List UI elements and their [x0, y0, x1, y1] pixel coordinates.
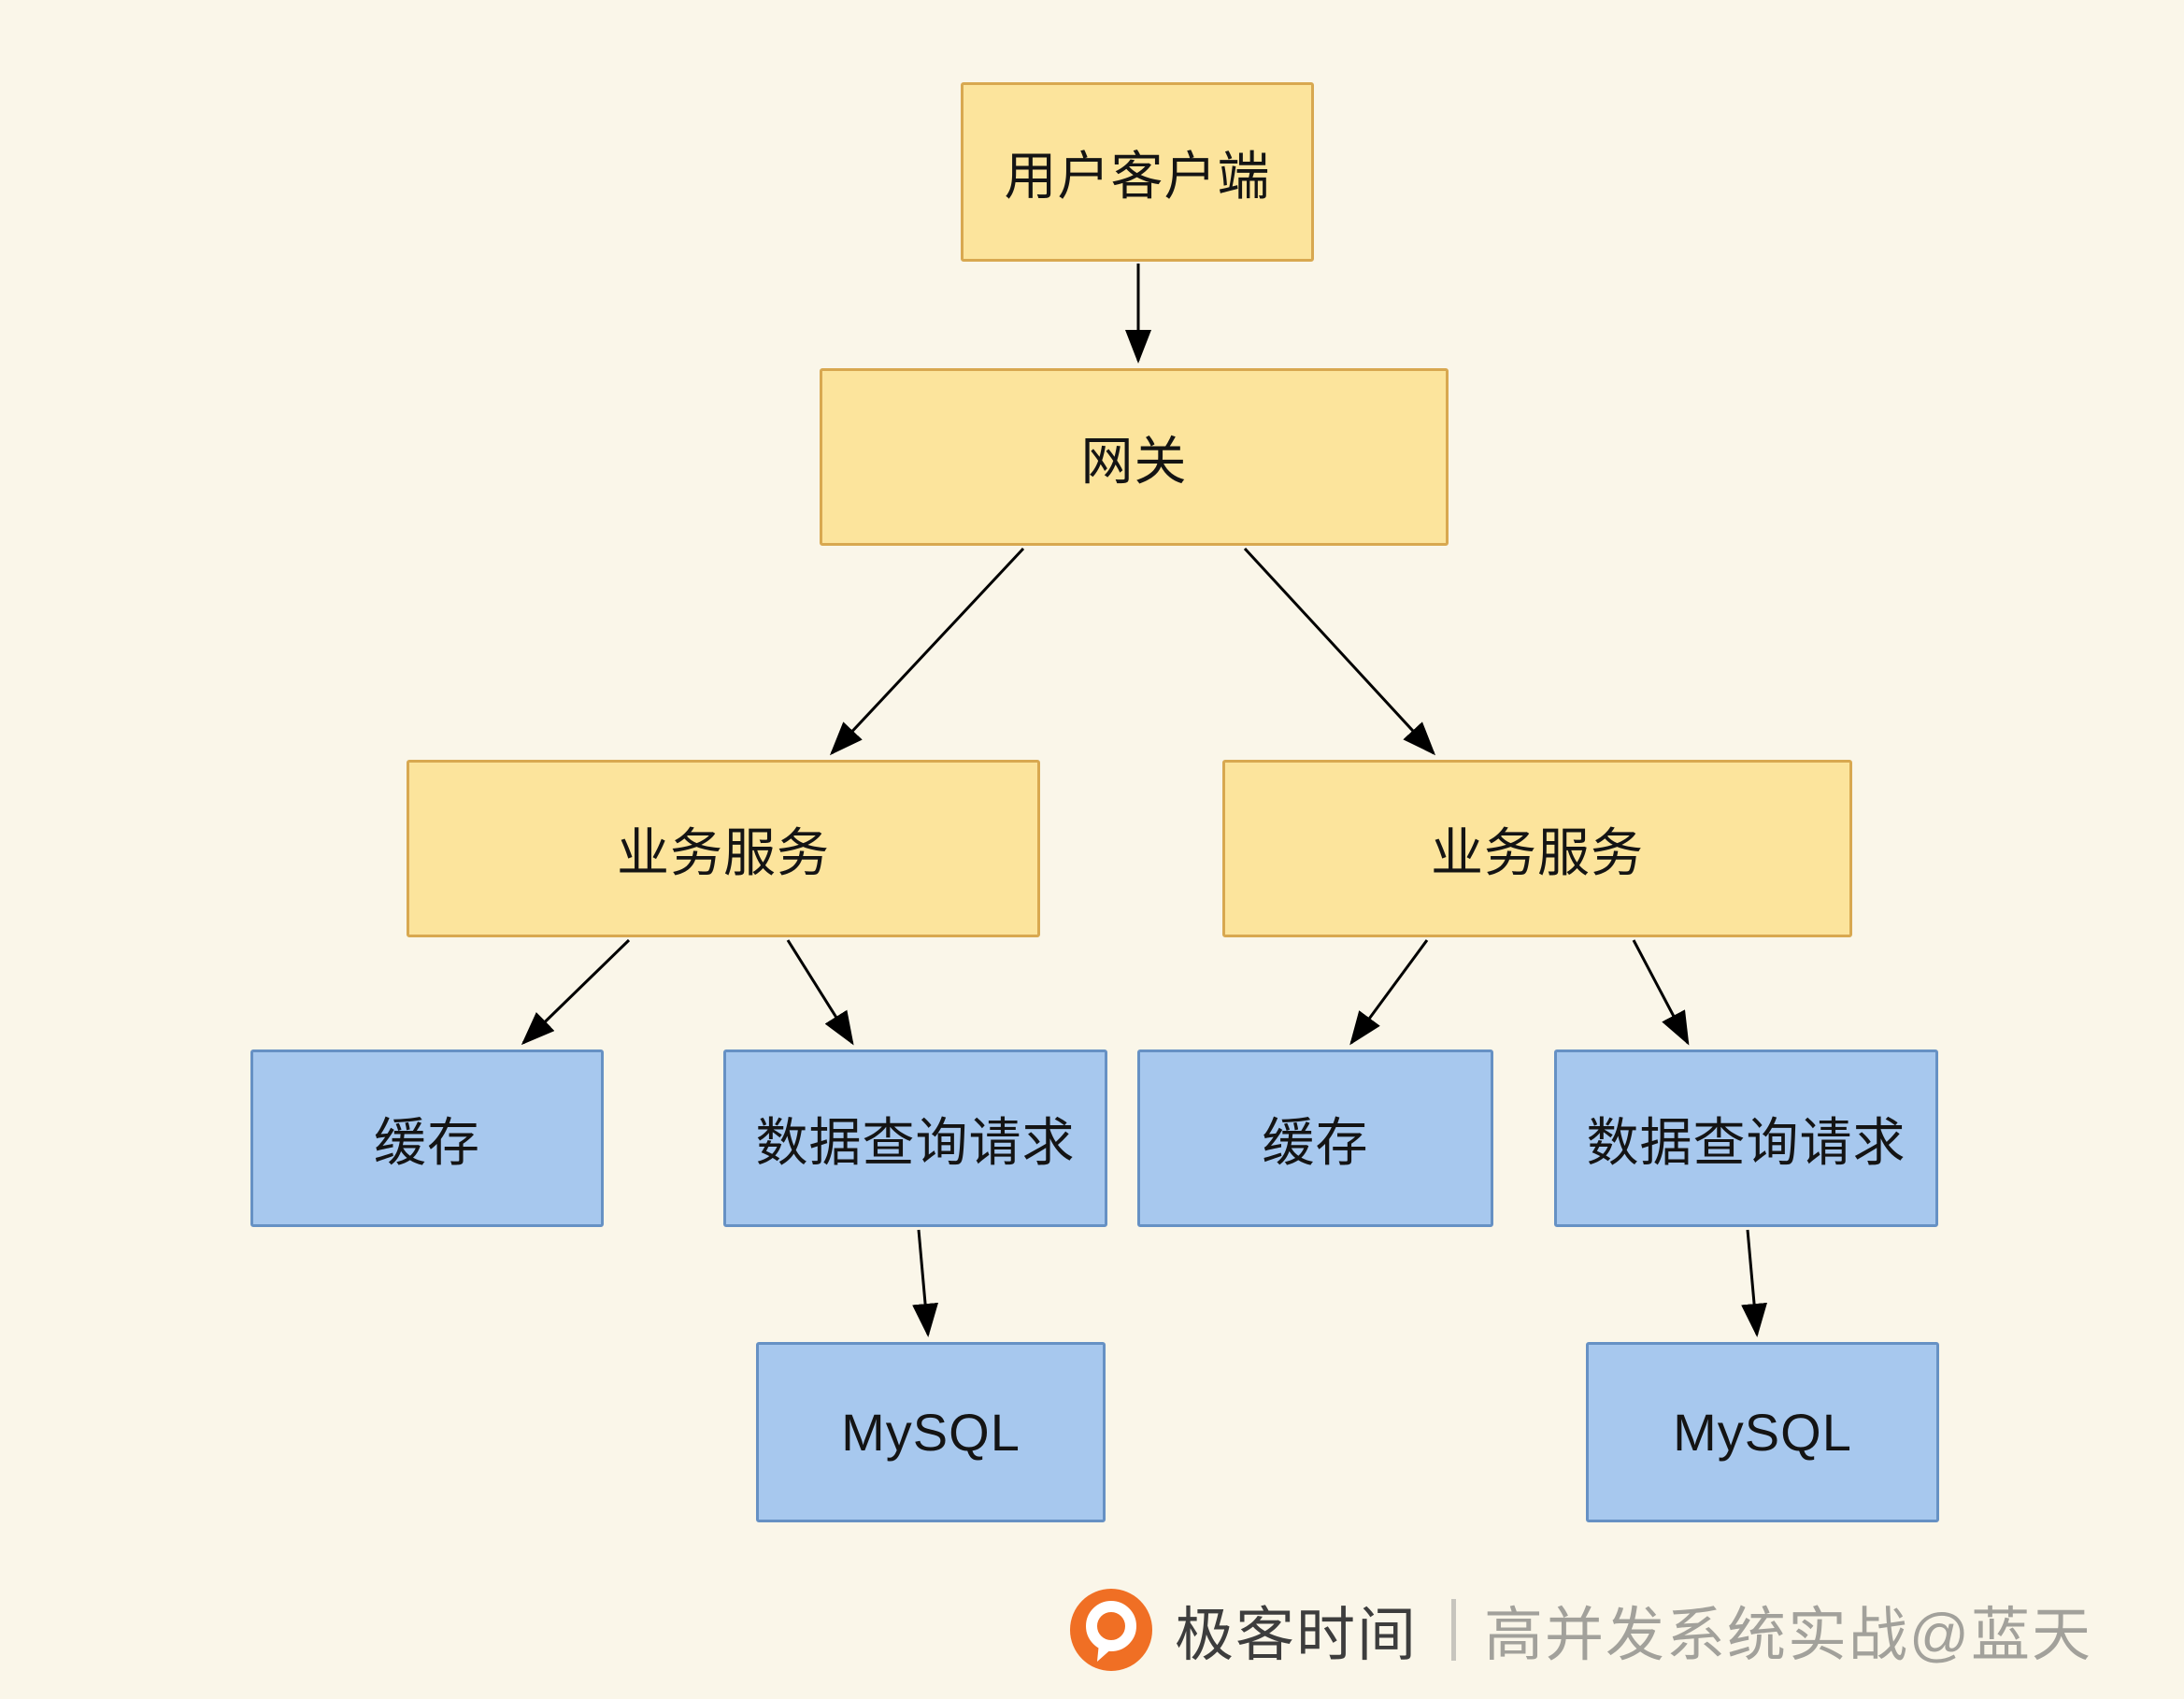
node-query-left: 数据查询请求 — [723, 1049, 1107, 1227]
credit-text: 高并发系统实战@蓝天 — [1484, 1602, 2092, 1668]
node-mysql-right: MySQL — [1586, 1342, 1939, 1522]
footer-watermark: 极客时间 高并发系统实战@蓝天 — [1068, 1583, 2092, 1677]
arrow-query-right-to-mysql-right — [1741, 1229, 1768, 1337]
node-cache-left-label: 缓存 — [374, 1112, 480, 1172]
node-mysql-right-label: MySQL — [1673, 1403, 1852, 1462]
geektime-logo-icon — [1070, 1589, 1152, 1671]
node-gateway: 网关 — [820, 368, 1449, 546]
node-service-left: 业务服务 — [407, 760, 1040, 937]
arrow-service-left-to-cache-left — [521, 938, 631, 1046]
node-query-right: 数据查询请求 — [1554, 1049, 1938, 1227]
brand-name: 极客时间 — [1175, 1602, 1418, 1668]
arrow-service-right-to-query-right — [1632, 939, 1690, 1046]
node-service-right: 业务服务 — [1222, 760, 1852, 937]
node-cache-right-label: 缓存 — [1262, 1112, 1369, 1172]
arrow-service-right-to-cache-right — [1349, 939, 1429, 1046]
node-service-left-label: 业务服务 — [617, 822, 830, 882]
node-service-right-label: 业务服务 — [1431, 822, 1644, 882]
node-gateway-label: 网关 — [1080, 431, 1188, 491]
node-query-right-label: 数据查询请求 — [1586, 1112, 1906, 1172]
node-cache-left: 缓存 — [250, 1049, 604, 1227]
arrow-gateway-to-service-right — [1243, 547, 1436, 756]
arrow-query-left-to-mysql-left — [912, 1229, 939, 1337]
node-user-client-label: 用户客户端 — [1004, 146, 1271, 206]
node-mysql-left: MySQL — [756, 1342, 1106, 1522]
footer-separator — [1451, 1599, 1456, 1661]
node-mysql-left-label: MySQL — [841, 1403, 1021, 1462]
node-user-client: 用户客户端 — [961, 82, 1314, 262]
node-cache-right: 缓存 — [1137, 1049, 1493, 1227]
arrow-service-left-to-query-left — [786, 939, 854, 1046]
arrow-gateway-to-service-left — [829, 547, 1025, 756]
node-query-left-label: 数据查询请求 — [755, 1112, 1076, 1172]
